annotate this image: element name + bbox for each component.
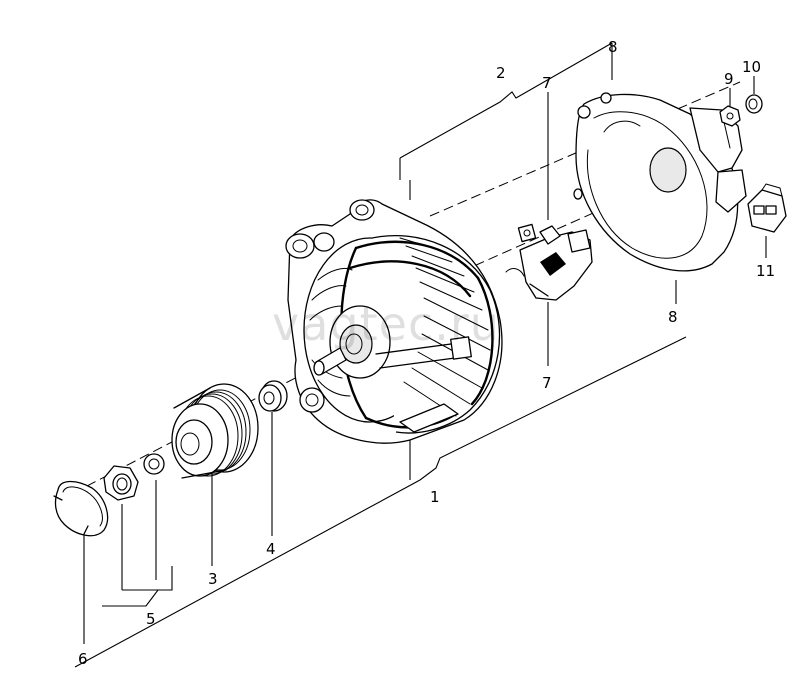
alternator-part-1: [285, 199, 503, 444]
label-3: 3: [208, 570, 218, 588]
label-9: 9: [724, 70, 734, 88]
label-4: 4: [266, 540, 276, 558]
regulator-part-7: [505, 223, 593, 301]
label-7-top: 7: [542, 74, 552, 92]
label-1: 1: [430, 488, 440, 506]
nut-part-5: [103, 465, 139, 501]
label-6: 6: [78, 650, 88, 668]
label-8-top: 8: [608, 38, 618, 56]
pulley-part-3: [171, 383, 259, 479]
label-8-bottom: 8: [668, 308, 678, 326]
nut-part-9: [719, 105, 741, 127]
label-11: 11: [756, 262, 775, 280]
spacer-part-4: [258, 380, 288, 412]
label-5: 5: [146, 610, 156, 628]
label-7-bottom: 7: [542, 374, 552, 392]
nut-part-10: [745, 94, 763, 114]
connector-part-11: [747, 183, 787, 233]
watermark-text: vagtec.ru: [272, 297, 500, 351]
part-labels: 1 2 3 4 5 6 7 7 8 8 9 10 11: [78, 38, 775, 668]
assembly-leader-lines: [74, 42, 767, 668]
rear-cover-part-8: [573, 92, 747, 272]
washer-part-5: [143, 453, 165, 475]
dust-cap-part-6: [53, 480, 109, 537]
label-10: 10: [742, 58, 761, 76]
label-2: 2: [496, 64, 506, 82]
